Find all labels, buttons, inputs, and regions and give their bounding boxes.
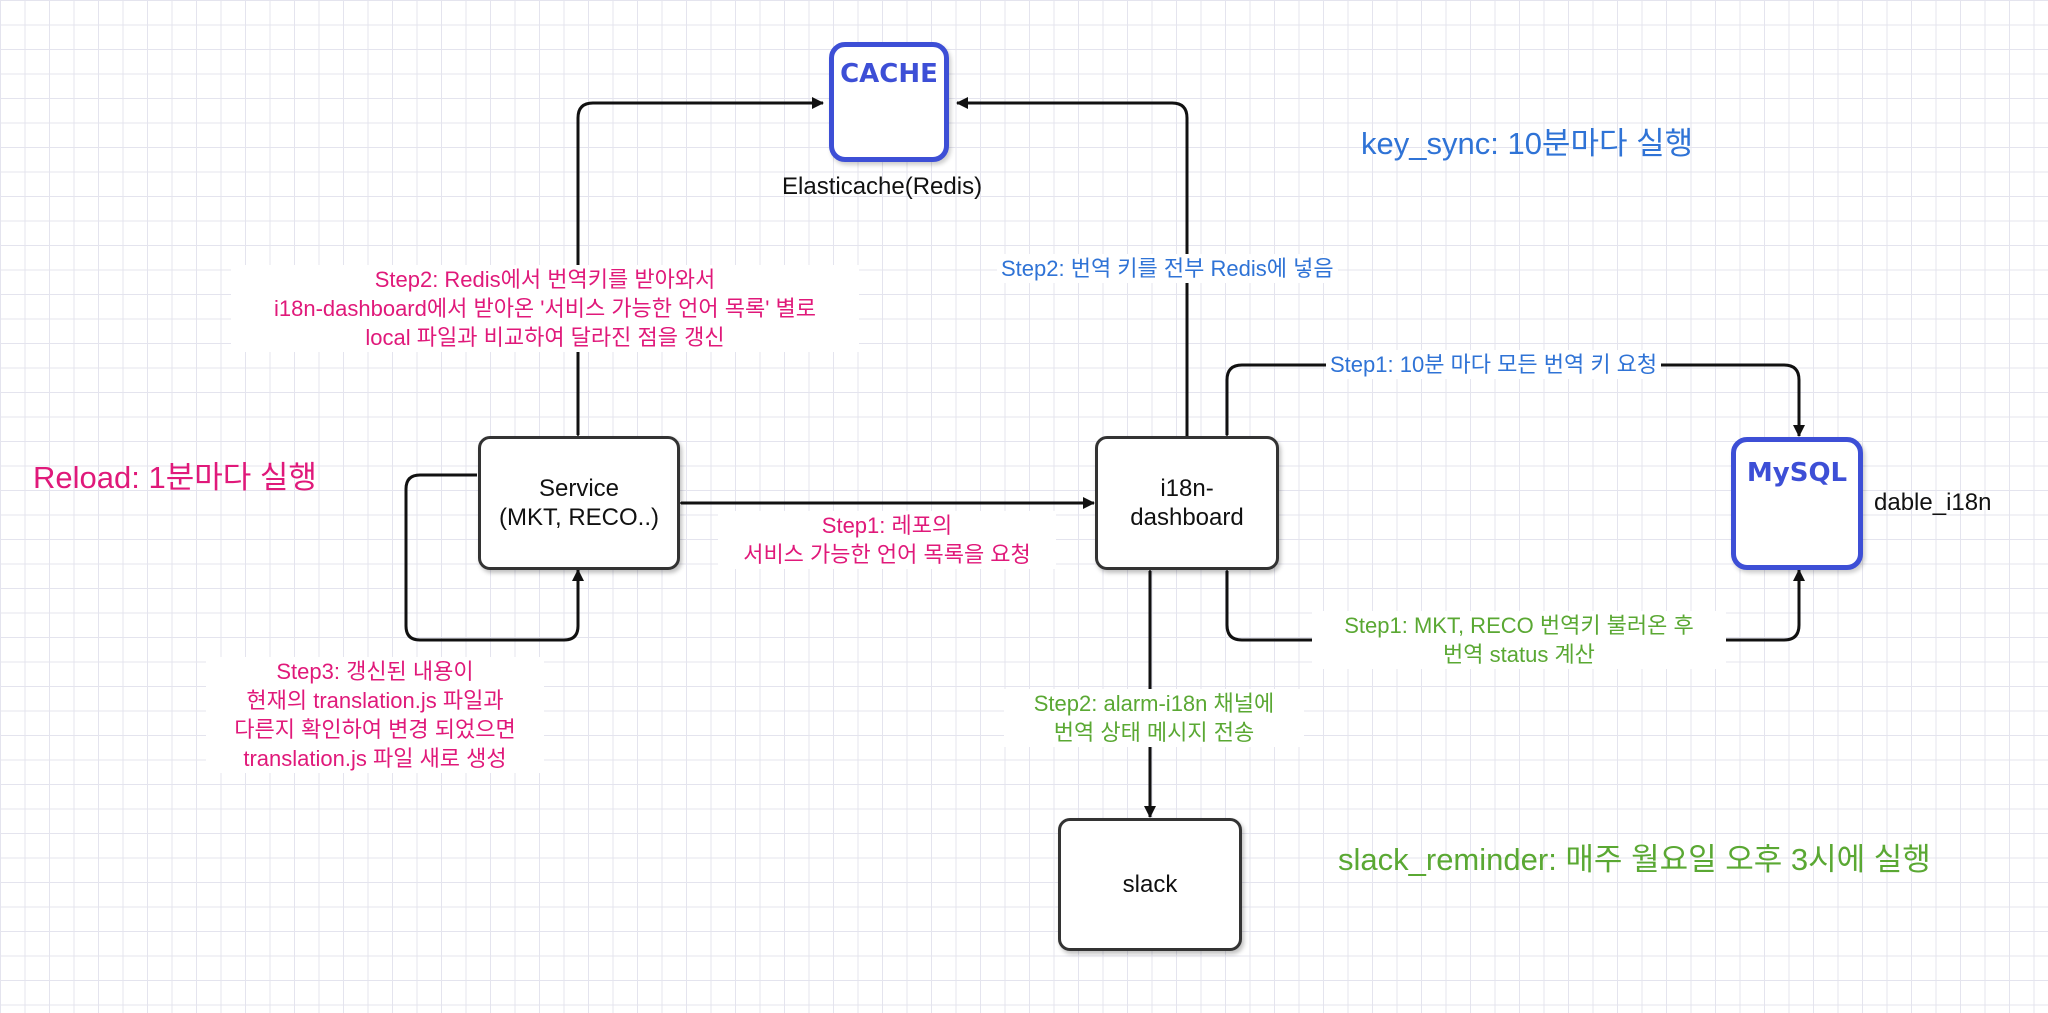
slack-node: slack xyxy=(1058,818,1242,951)
service-title: Service xyxy=(538,475,620,502)
label-dashboard-redis: Step2: 번역 키를 전부 Redis에 넣음 xyxy=(997,254,1338,283)
label-dashboard-slack: Step2: alarm-i18n 채널에 번역 상태 메시지 전송 xyxy=(1004,689,1304,747)
edge-service-cache xyxy=(572,97,824,446)
edge-service-self-loop xyxy=(404,473,584,642)
label-service-self-line3: 다른지 확인하여 변경 되었으면 xyxy=(234,717,516,742)
slack-label: slack xyxy=(1122,871,1178,898)
label-service-self-line4: translation.js 파일 새로 생성 xyxy=(243,746,507,771)
label-service-dashboard-line1: Step1: 레포의 xyxy=(821,513,953,538)
label-service-self: Step3: 갱신된 내용이 현재의 translation.js 파일과 다른… xyxy=(206,657,544,773)
slack-reminder-schedule: slack_reminder: 매주 월요일 오후 3시에 실행 xyxy=(1338,842,1931,877)
cache-caption: Elasticache(Redis) xyxy=(782,173,983,200)
service-node: Service (MKT, RECO..) xyxy=(478,436,680,570)
label-dashboard-mysql-bottom-line1: Step1: MKT, RECO 번역키 불러온 후 xyxy=(1344,613,1694,638)
edge-dashboard-cache xyxy=(956,97,1189,436)
label-service-self-line1: Step3: 갱신된 내용이 xyxy=(276,659,474,684)
mysql-node: MySQL xyxy=(1731,437,1863,570)
key-sync-schedule: key_sync: 10분마다 실행 xyxy=(1361,126,1694,161)
label-dashboard-slack-line2: 번역 상태 메시지 전송 xyxy=(1053,720,1255,745)
label-dashboard-slack-line1: Step2: alarm-i18n 채널에 xyxy=(1033,691,1275,716)
label-dashboard-mysql-top: Step1: 10분 마다 모든 번역 키 요청 xyxy=(1326,350,1662,379)
mysql-label: MySQL xyxy=(1746,458,1848,488)
label-dashboard-mysql-bottom: Step1: MKT, RECO 번역키 불러온 후 번역 status 계산 xyxy=(1312,611,1726,669)
mysql-caption: dable_i18n xyxy=(1874,489,1992,516)
label-service-self-line2: 현재의 translation.js 파일과 xyxy=(246,688,504,713)
dashboard-title-line2: dashboard xyxy=(1130,504,1244,531)
label-service-dashboard: Step1: 레포의 서비스 가능한 언어 목록을 요청 xyxy=(718,511,1056,569)
label-service-redis-line3: local 파일과 비교하여 달라진 점을 갱신 xyxy=(365,325,725,350)
dashboard-node: i18n- dashboard xyxy=(1095,436,1279,570)
reload-schedule: Reload: 1분마다 실행 xyxy=(33,460,317,495)
label-service-redis-line1: Step2: Redis에서 번역키를 받아와서 xyxy=(374,267,716,292)
label-dashboard-mysql-bottom-line2: 번역 status 계산 xyxy=(1443,642,1595,667)
dashboard-title-line1: i18n- xyxy=(1160,475,1214,502)
cache-label: CACHE xyxy=(840,59,938,89)
label-service-dashboard-line2: 서비스 가능한 언어 목록을 요청 xyxy=(743,542,1031,567)
label-service-redis: Step2: Redis에서 번역키를 받아와서 i18n-dashboard에… xyxy=(231,265,859,352)
cache-node: CACHE xyxy=(829,42,949,162)
label-service-redis-line2: i18n-dashboard에서 받아온 '서비스 가능한 언어 목록' 별로 xyxy=(273,296,817,321)
service-subtitle: (MKT, RECO..) xyxy=(499,504,659,531)
